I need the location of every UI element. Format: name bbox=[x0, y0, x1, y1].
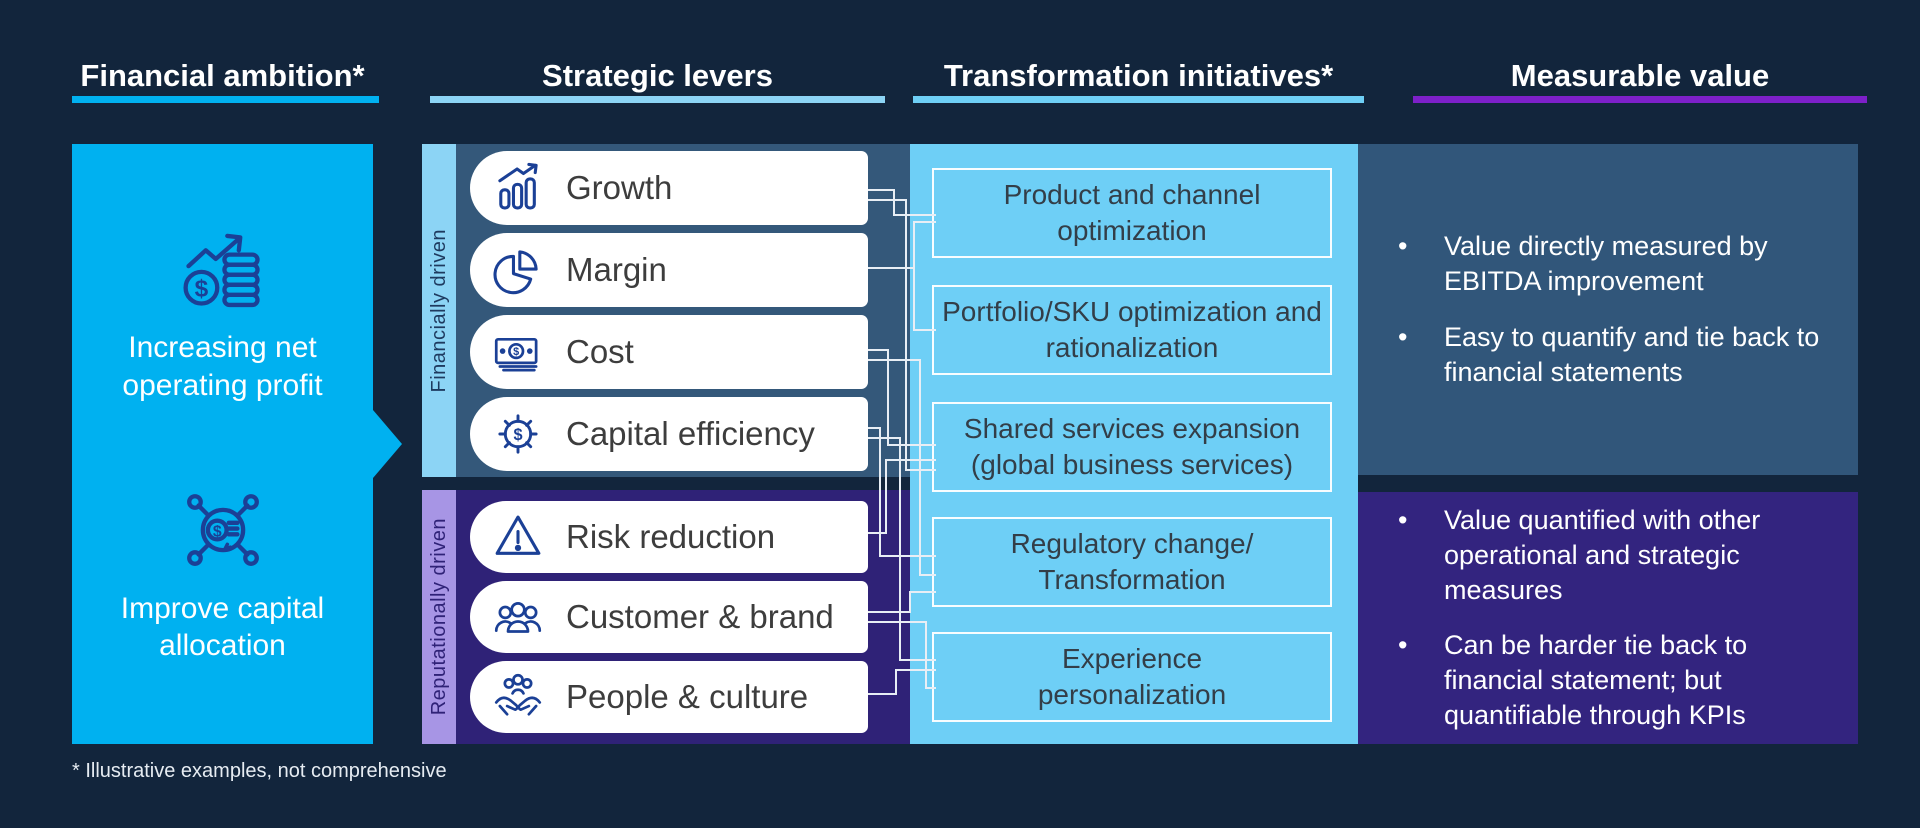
lever-label: Growth bbox=[566, 169, 673, 206]
margin-icon bbox=[470, 241, 566, 299]
lever-people-culture: People & culture bbox=[470, 661, 868, 733]
bullet-text: Value quantified with other operational … bbox=[1444, 504, 1761, 605]
lever-risk-reduction: Risk reduction bbox=[470, 501, 868, 573]
initiative-label: Shared services expansion (global busine… bbox=[963, 413, 1301, 480]
financially-driven-panel: Growth Margin $ Cost bbox=[456, 144, 910, 477]
initiative-label: Product and channel optimization bbox=[1003, 179, 1261, 246]
svg-text:$: $ bbox=[513, 346, 519, 358]
financial-ambition-box: $ Increasing net operating profit $ Impr… bbox=[72, 144, 373, 744]
profit-growth-icon: $ bbox=[182, 234, 260, 308]
reputationally-driven-panel: Risk reduction Customer & brand bbox=[456, 490, 910, 744]
bullet-text: Easy to quantify and tie back to financi… bbox=[1444, 321, 1820, 387]
underline-strategic-levers bbox=[430, 96, 885, 103]
cost-icon: $ bbox=[470, 323, 566, 381]
svg-text:$: $ bbox=[194, 276, 208, 303]
initiative-box: Shared services expansion (global busine… bbox=[932, 402, 1332, 492]
growth-icon bbox=[470, 159, 566, 217]
value-bullet: • Value quantified with other operationa… bbox=[1398, 503, 1828, 608]
footnote: * Illustrative examples, not comprehensi… bbox=[72, 760, 447, 782]
value-panel-other: • Value quantified with other operationa… bbox=[1358, 492, 1858, 744]
capital-efficiency-icon: $ bbox=[470, 405, 566, 463]
value-bullet: • Easy to quantify and tie back to finan… bbox=[1398, 320, 1828, 390]
ambition-label: Increasing net operating profit bbox=[122, 331, 323, 402]
lever-label: Customer & brand bbox=[566, 598, 834, 635]
initiative-box: Portfolio/SKU optimization and rationali… bbox=[932, 285, 1332, 375]
group-label: Reputationally driven bbox=[427, 518, 450, 716]
header-transformation-initiatives: Transformation initiatives* bbox=[943, 58, 1334, 93]
bullet-dot: • bbox=[1398, 504, 1408, 535]
header-measurable-value: Measurable value bbox=[1510, 58, 1770, 93]
header-financial-ambition: Financial ambition* bbox=[80, 58, 365, 93]
bullet-dot: • bbox=[1398, 630, 1408, 660]
ambition-item: $ Increasing net operating profit bbox=[93, 223, 353, 404]
lever-cost: $ Cost bbox=[470, 315, 868, 389]
lever-growth: Growth bbox=[470, 151, 868, 225]
lever-customer-brand: Customer & brand bbox=[470, 581, 868, 653]
value-panel-financial: • Value directly measured by EBITDA impr… bbox=[1358, 144, 1858, 475]
initiative-label: Regulatory change/ Transformation bbox=[1010, 528, 1254, 595]
group-strip-financially-driven: Financially driven bbox=[422, 144, 456, 477]
lever-label: Margin bbox=[566, 251, 667, 288]
ambition-label: Improve capital allocation bbox=[120, 591, 325, 663]
lever-label: People & culture bbox=[566, 678, 809, 715]
initiative-label: Experience personalization bbox=[1037, 643, 1227, 710]
initiatives-panel: Product and channel optimization Portfol… bbox=[910, 144, 1358, 744]
initiative-box: Product and channel optimization bbox=[932, 168, 1332, 258]
capital-allocation-icon: $ bbox=[186, 493, 259, 566]
people-culture-icon bbox=[470, 668, 566, 726]
group-strip-reputationally-driven: Reputationally driven bbox=[422, 490, 456, 744]
bullet-text: Value directly measured by EBITDA improv… bbox=[1444, 231, 1768, 297]
ambition-arrow-notch bbox=[373, 410, 402, 478]
value-bullet: • Can be harder tie back to financial st… bbox=[1398, 628, 1828, 733]
ambition-item: $ Improve capital allocation bbox=[93, 484, 353, 665]
bullet-dot: • bbox=[1398, 321, 1408, 352]
header-strategic-levers: Strategic levers bbox=[542, 58, 773, 93]
lever-margin: Margin bbox=[470, 233, 868, 307]
initiative-box: Experience personalization bbox=[932, 632, 1332, 722]
value-bullet: • Value directly measured by EBITDA impr… bbox=[1398, 229, 1828, 299]
underline-financial-ambition bbox=[72, 96, 379, 103]
lever-capital-efficiency: $ Capital efficiency bbox=[470, 397, 868, 471]
customer-brand-icon bbox=[470, 588, 566, 646]
lever-label: Risk reduction bbox=[566, 518, 776, 555]
risk-icon bbox=[470, 508, 566, 566]
svg-text:$: $ bbox=[513, 426, 522, 444]
underline-measurable-value bbox=[1413, 96, 1867, 103]
lever-label: Capital efficiency bbox=[566, 415, 815, 452]
connector-lines bbox=[868, 189, 936, 695]
underline-transformation-initiatives bbox=[913, 96, 1364, 103]
bullet-text: Can be harder tie back to financial stat… bbox=[1444, 630, 1748, 731]
group-label: Financially driven bbox=[427, 228, 450, 393]
bullet-dot: • bbox=[1398, 231, 1408, 262]
initiative-box: Regulatory change/ Transformation bbox=[932, 517, 1332, 607]
initiative-label: Portfolio/SKU optimization and rationali… bbox=[942, 296, 1322, 363]
lever-label: Cost bbox=[566, 333, 634, 370]
svg-text:$: $ bbox=[212, 523, 221, 540]
